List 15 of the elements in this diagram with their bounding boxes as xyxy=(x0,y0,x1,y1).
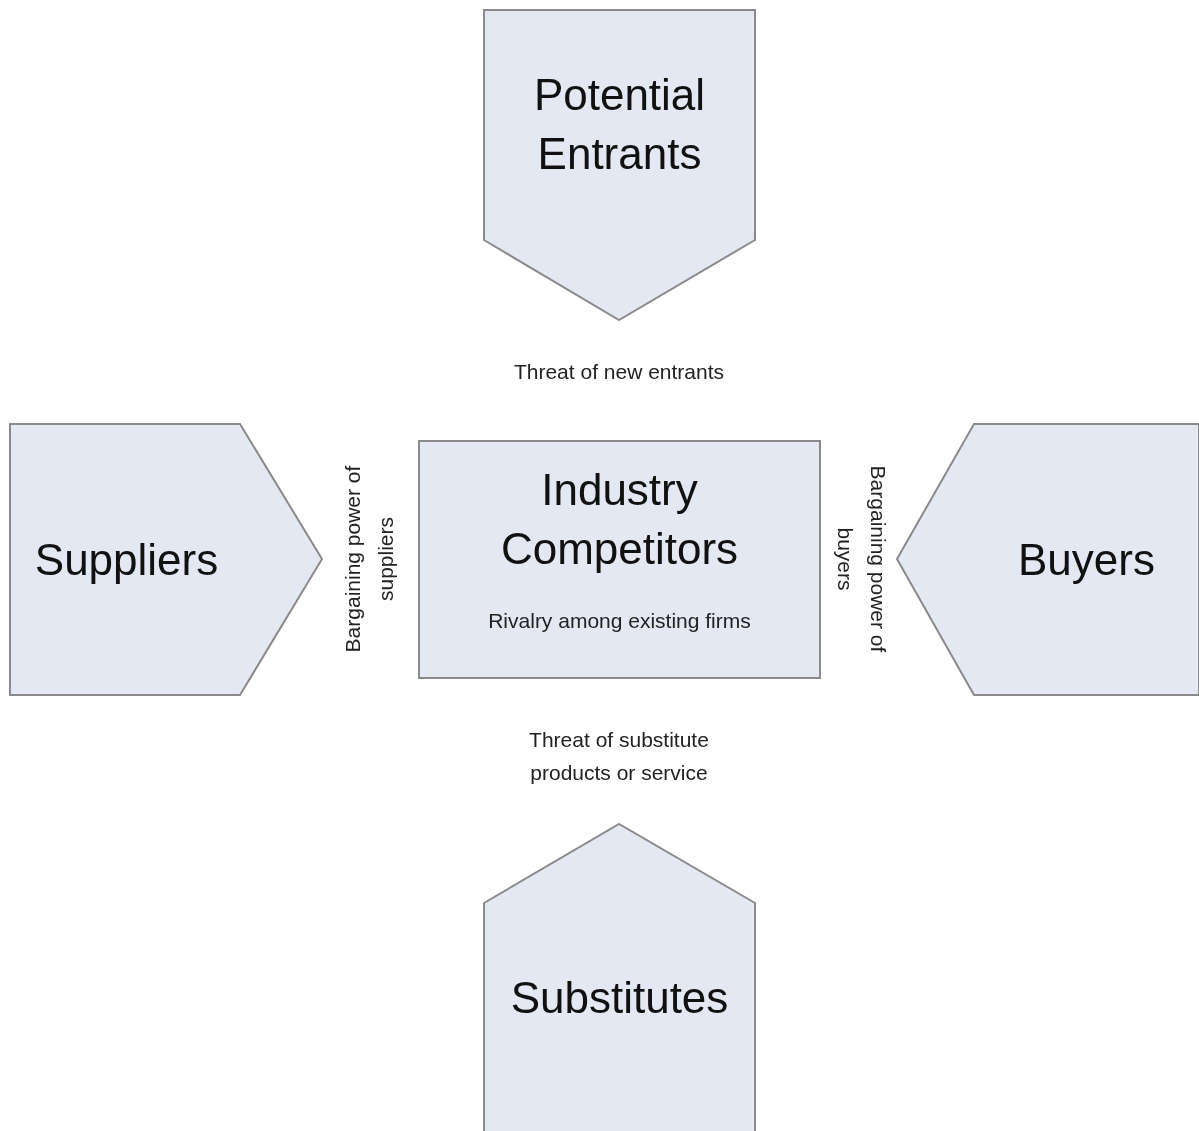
node-subtitle: Rivalry among existing firms xyxy=(488,608,751,633)
force-label: Bargaining power of buyers xyxy=(833,464,891,655)
node-title: Industry Competitors xyxy=(499,464,740,576)
force-label: Threat of substitute products or service xyxy=(528,727,710,786)
node-title: Potential Entrants xyxy=(532,68,707,180)
pentagon-arrow-shape xyxy=(9,423,323,696)
node-title: Suppliers xyxy=(34,533,219,586)
node-title: Buyers xyxy=(1018,533,1155,586)
process-box xyxy=(418,440,821,679)
pentagon-arrow-shape xyxy=(896,423,1199,696)
pentagon-arrow-shape xyxy=(483,9,756,321)
pentagon-arrow-shape xyxy=(483,823,756,1131)
force-label: Bargaining power of suppliers xyxy=(340,464,398,655)
node-title: Substitutes xyxy=(510,972,729,1025)
force-label: Threat of new entrants xyxy=(512,358,726,385)
